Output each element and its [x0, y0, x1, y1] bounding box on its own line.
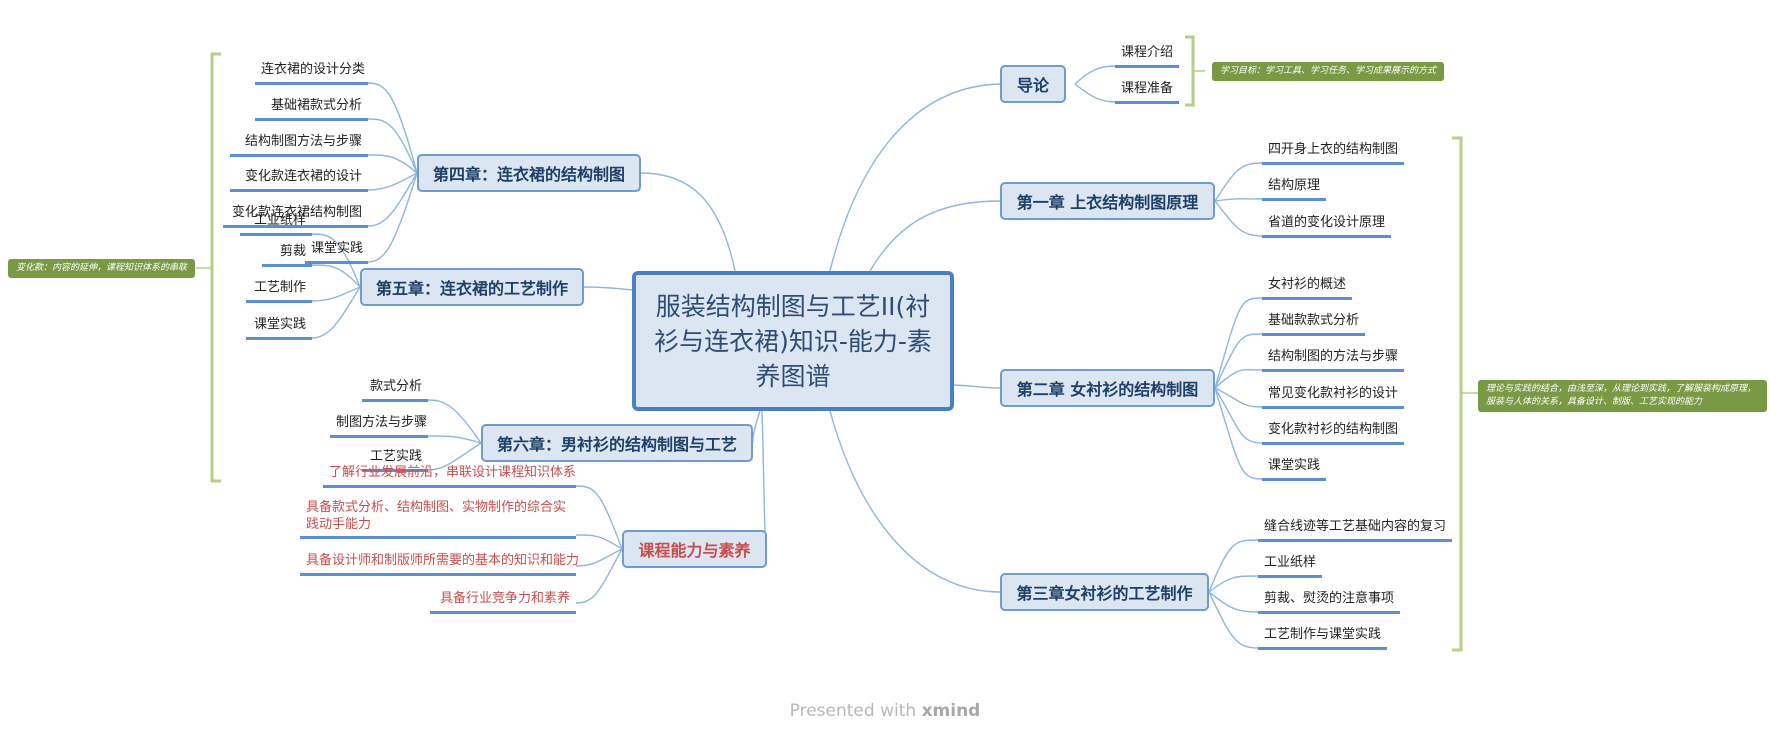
leaf-ch1-2[interactable]: 结构原理	[1262, 177, 1327, 201]
leaf-ch6-1[interactable]: 款式分析	[362, 378, 428, 402]
leaf-ch4-4[interactable]: 变化款连衣裙的设计	[230, 168, 368, 192]
leaf-ability-4[interactable]: 具备行业竞争力和素养	[430, 590, 576, 614]
leaf-ch2-4[interactable]: 常见变化款衬衫的设计	[1262, 385, 1405, 409]
footer-prefix: Presented with	[789, 701, 917, 721]
leaf-ch1-1[interactable]: 四开身上衣的结构制图	[1262, 141, 1405, 165]
leaf-ability-2[interactable]: 具备款式分析、结构制图、实物制作的综合实践动手能力	[300, 499, 576, 539]
left-summary-tag[interactable]: 变化款：内容的延伸，课程知识体系的串联	[8, 259, 196, 278]
branch-intro[interactable]: 导论	[1000, 65, 1066, 103]
right-summary-tag[interactable]: 理论与实践的结合，由浅至深，从理论到实践，了解服装构成原理，服装与人体的关系，具…	[1478, 380, 1767, 412]
central-topic[interactable]: 服装结构制图与工艺II(衬衫与连衣裙)知识-能力-素养图谱	[632, 271, 954, 411]
leaf-intro-2[interactable]: 课程准备	[1115, 80, 1180, 104]
leaf-ch5-3[interactable]: 工艺制作	[246, 279, 312, 303]
leaf-ch4-3[interactable]: 结构制图方法与步骤	[230, 133, 368, 157]
leaf-ch5-4[interactable]: 课堂实践	[246, 316, 312, 340]
leaf-ch4-2[interactable]: 基础裙款式分析	[255, 97, 368, 121]
leaf-ch4-1[interactable]: 连衣裙的设计分类	[255, 61, 368, 85]
branch-chapter-2[interactable]: 第二章 女衬衫的结构制图	[1000, 369, 1215, 407]
branch-chapter-1[interactable]: 第一章 上衣结构制图原理	[1000, 182, 1215, 220]
branch-chapter-6[interactable]: 第六章：男衬衫的结构制图与工艺	[481, 424, 753, 462]
intro-summary-tag[interactable]: 学习目标：学习工具、学习任务、学习成果展示的方式	[1212, 62, 1445, 81]
leaf-ch1-3[interactable]: 省道的变化设计原理	[1262, 214, 1392, 238]
leaf-ch3-2[interactable]: 工业纸样	[1258, 554, 1323, 578]
leaf-ability-3[interactable]: 具备设计师和制版师所需要的基本的知识和能力	[300, 552, 579, 576]
leaf-ch5-1[interactable]: 工业纸样	[240, 212, 312, 236]
leaf-intro-1[interactable]: 课程介绍	[1115, 44, 1180, 68]
leaf-ch4-5[interactable]: 变化款连衣裙结构制图	[223, 204, 368, 228]
leaf-ch2-3[interactable]: 结构制图的方法与步骤	[1262, 348, 1405, 372]
leaf-ch6-2[interactable]: 制图方法与步骤	[330, 414, 428, 438]
leaf-ch2-2[interactable]: 基础款款式分析	[1262, 312, 1366, 336]
leaf-ch2-5[interactable]: 变化款衬衫的结构制图	[1262, 421, 1405, 445]
branch-chapter-5[interactable]: 第五章：连衣裙的工艺制作	[360, 268, 584, 306]
leaf-ch3-1[interactable]: 缝合线迹等工艺基础内容的复习	[1258, 518, 1453, 542]
branch-ability[interactable]: 课程能力与素养	[622, 530, 767, 568]
leaf-ch4-6[interactable]: 课堂实践	[305, 240, 368, 264]
branch-chapter-3[interactable]: 第三章女衬衫的工艺制作	[1000, 573, 1209, 611]
leaf-ch3-3[interactable]: 剪裁、熨烫的注意事项	[1258, 590, 1401, 614]
leaf-ch3-4[interactable]: 工艺制作与课堂实践	[1258, 626, 1388, 650]
leaf-ch6-3[interactable]: 工艺实践	[362, 448, 428, 472]
branch-chapter-4[interactable]: 第四章：连衣裙的结构制图	[417, 154, 641, 192]
leaf-ch5-2[interactable]: 剪裁	[262, 243, 312, 267]
leaf-ch2-1[interactable]: 女衬衫的概述	[1262, 276, 1353, 300]
leaf-ch2-6[interactable]: 课堂实践	[1262, 457, 1327, 481]
footer-watermark: Presented with xmind	[0, 701, 1770, 721]
leaf-ability-1[interactable]: 了解行业发展前沿，串联设计课程知识体系	[323, 464, 576, 488]
xmind-logo: xmind	[921, 701, 981, 721]
